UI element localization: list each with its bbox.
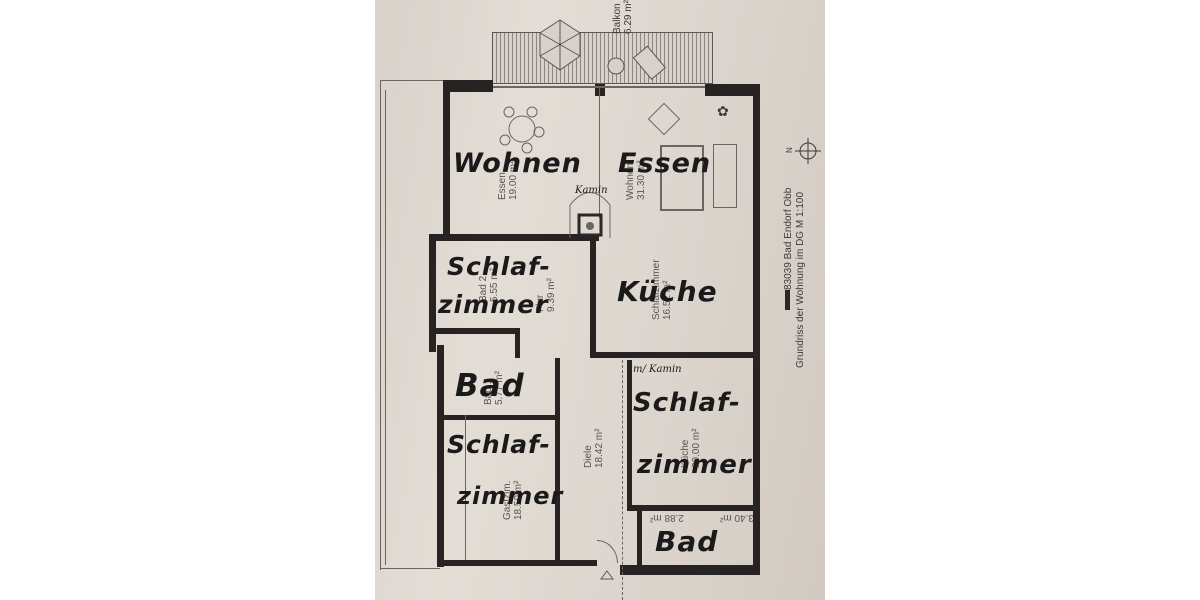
compass-label: N (785, 147, 794, 153)
svg-text:✿: ✿ (717, 103, 729, 119)
terrace-outline-inner (385, 90, 386, 565)
handwritten-kamin: Kamin (575, 185, 608, 196)
fireplace-icon (569, 192, 611, 238)
window (493, 86, 705, 88)
terrace-outline-bottom (380, 568, 440, 569)
plant-icon: ✿ (717, 103, 729, 119)
balcony-label: Balkon (612, 3, 623, 34)
wall (429, 234, 436, 352)
printed-wc-area-a: 2.88 m² (650, 512, 684, 523)
wall (753, 84, 760, 574)
armchair-icon (647, 102, 681, 136)
handwritten-bad-2: Bad (655, 525, 719, 558)
handwritten-essen: Essen (618, 148, 712, 179)
wall (429, 234, 599, 241)
lounger-icon (632, 45, 667, 80)
wall (627, 505, 757, 511)
wall (637, 510, 642, 570)
handwritten-wohnen: Wohnen (453, 148, 582, 179)
wall (555, 358, 560, 563)
entrance-arrow-icon (600, 570, 614, 580)
wall (437, 345, 444, 567)
entrance-door (597, 540, 618, 563)
address-line: 83039 Bad Endorf Obb (783, 187, 794, 290)
wall (443, 80, 493, 92)
handwritten-kueche: Küche (617, 275, 718, 308)
compass-north-icon (795, 138, 821, 164)
umbrella-icon (539, 19, 581, 71)
plan-title: Grundriss der Wohnung im DG M 1:100 (795, 191, 806, 368)
dining-table-icon (499, 106, 545, 154)
wall (443, 80, 450, 240)
wall (515, 328, 520, 358)
wall (627, 360, 632, 508)
handwritten-schlafzimmer-1b: zimmer (438, 290, 549, 319)
wall (705, 84, 760, 96)
table-icon (607, 57, 625, 75)
wall (437, 415, 555, 420)
handwritten-schlafzimmer-2a: Schlaf- (633, 388, 741, 418)
wall (437, 560, 597, 566)
handwritten-schlafzimmer-1a: Schlaf- (447, 252, 551, 281)
wall (596, 352, 756, 358)
axis-line (622, 360, 623, 600)
scale-bar (785, 290, 790, 310)
floor-plan-paper: Balkon 6.29 m² ✿ Kamin Essen 19.00 m (375, 0, 825, 600)
handwritten-mit-kamin: m/ Kamin (633, 364, 682, 375)
rug (660, 145, 704, 211)
printed-room-name: Diele (583, 445, 594, 468)
sofa (713, 144, 737, 208)
wall (590, 240, 596, 358)
wall (620, 565, 760, 575)
wall (429, 328, 519, 334)
balcony-area: 6.29 m² (623, 0, 634, 34)
handwritten-schlafzimmer-3a: Schlaf- (447, 430, 551, 459)
printed-room-area: 18.42 m² (594, 428, 605, 468)
balcony (492, 32, 713, 84)
terrace-outline-left (380, 80, 381, 570)
terrace-outline-top (380, 80, 445, 81)
handwritten-bad-1: Bad (455, 368, 525, 404)
handwritten-schlafzimmer-2b: zimmer (637, 450, 752, 480)
wall (595, 84, 605, 96)
furniture-line (465, 415, 466, 560)
printed-wc-area-b: 3.40 m² (720, 512, 754, 523)
handwritten-schlafzimmer-3b: zimmer (457, 482, 564, 510)
room-divider (599, 88, 600, 218)
